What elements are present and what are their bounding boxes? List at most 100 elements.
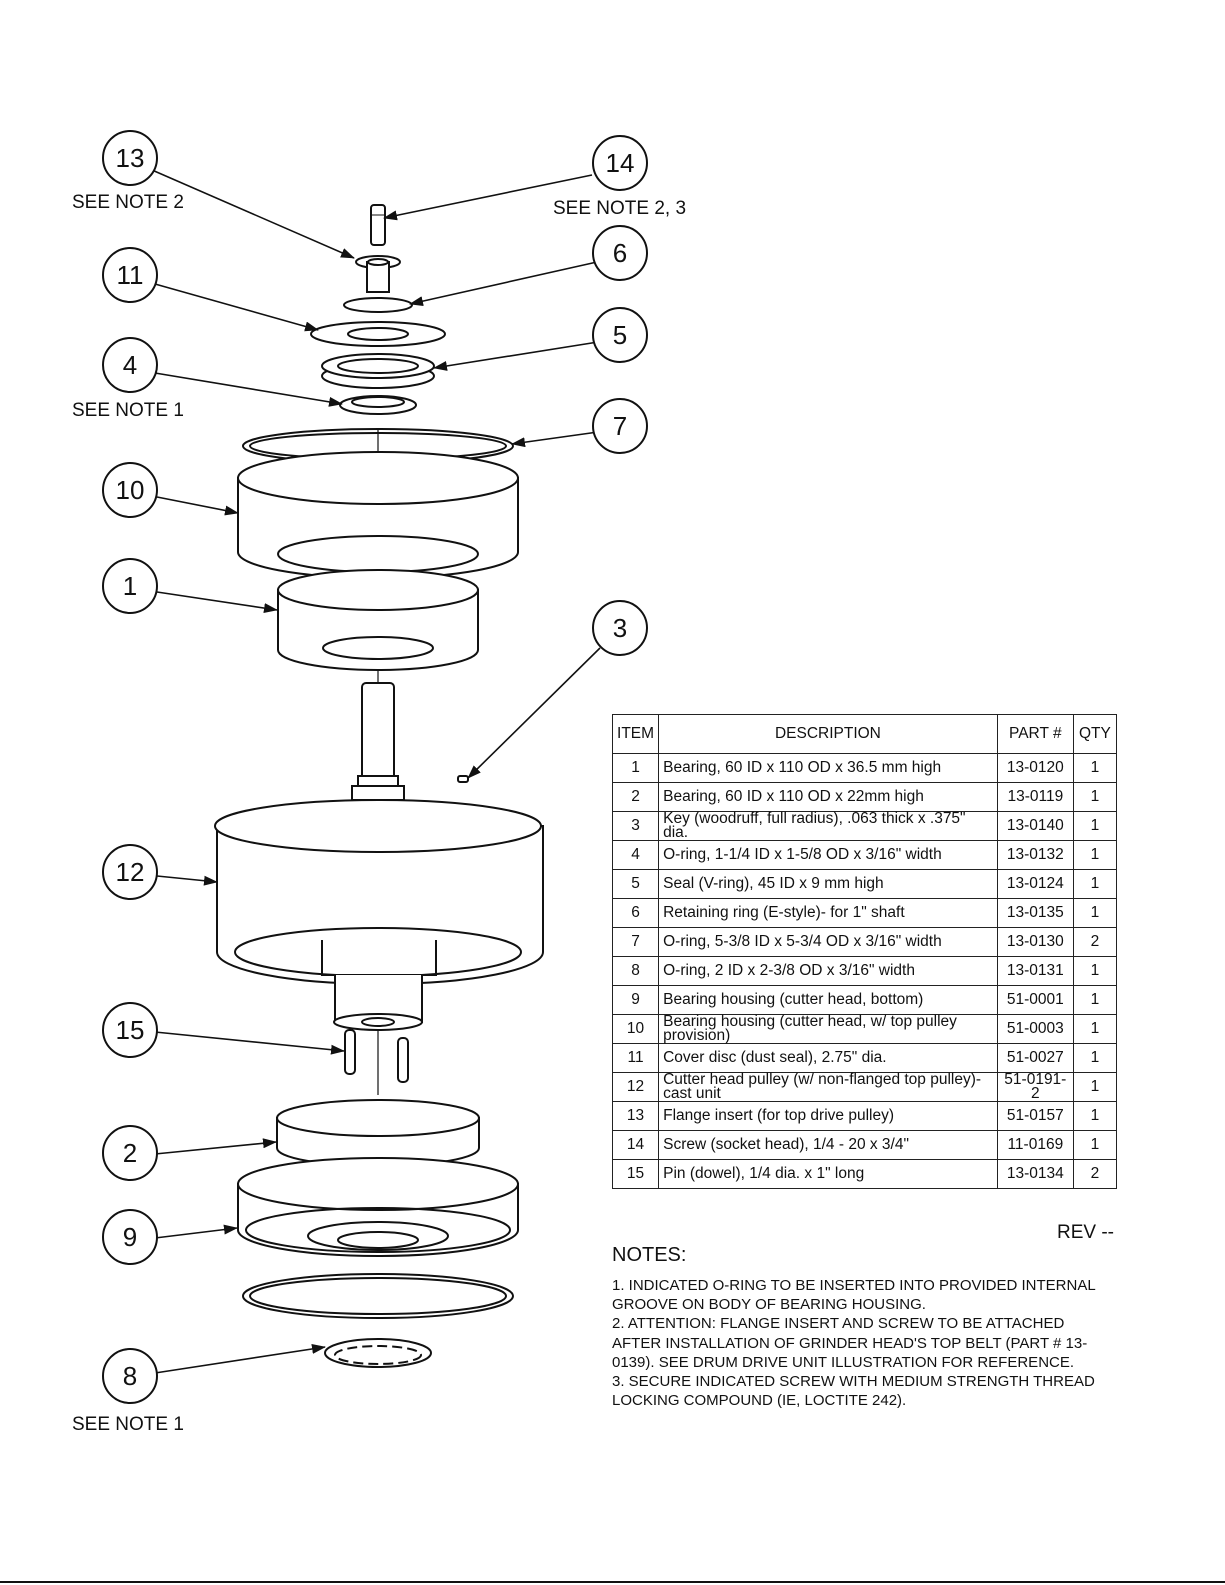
item-cell: 10 [611,1014,660,1044]
balloon-2-label: 2 [123,1138,137,1168]
qty-cell: 1 [1072,782,1118,812]
part-bearing-2 [276,1099,480,1167]
qty-cell: 1 [1072,1130,1118,1160]
part-number-cell: 13-0134 [996,1159,1074,1189]
balloon-1-circle [102,558,158,614]
item-cell: 8 [611,956,660,986]
bill-of-materials-table: ITEM DESCRIPTION PART # QTY 1 Bearing, 60… [611,714,1118,1189]
part-seal [321,353,435,389]
balloon-4-note: SEE NOTE 1 [72,400,184,421]
balloon-15-label: 15 [116,1015,145,1045]
col-header-description: DESCRIPTION [658,714,998,754]
item-cell: 14 [611,1130,660,1160]
part-number-cell: 13-0135 [996,898,1074,928]
balloon-13-circle [102,130,158,186]
item-cell: 13 [611,1101,660,1131]
part-number-cell: 51-0001 [996,985,1074,1015]
description-cell: Cutter head pulley (w/ non-flanged top p… [658,1072,998,1102]
part-number-cell: 51-0191-2 [996,1072,1074,1102]
balloon-15-circle [102,1002,158,1058]
qty-cell: 1 [1072,753,1118,783]
balloon-14-label: 14 [606,148,635,178]
balloon-13-note: SEE NOTE 2 [72,192,184,213]
col-header-part: PART # [996,714,1074,754]
item-cell: 11 [611,1043,660,1073]
balloon-10-circle [102,462,158,518]
balloon-8-circle [102,1348,158,1404]
item-cell: 6 [611,898,660,928]
qty-cell: 1 [1072,840,1118,870]
balloon-5-circle [592,307,648,363]
notes-title: NOTES: [612,1244,687,1266]
part-number-cell: 13-0119 [996,782,1074,812]
part-number-cell: 13-0124 [996,869,1074,899]
qty-cell: 1 [1072,956,1118,986]
item-cell: 3 [611,811,660,841]
part-flange-insert [355,255,401,293]
balloon-14-circle [592,135,648,191]
balloon-1-label: 1 [123,571,137,601]
description-cell: Flange insert (for top drive pulley) [658,1101,998,1131]
part-oring-medium [324,1338,432,1368]
balloon-5-label: 5 [613,320,627,350]
balloon-7-circle [592,398,648,454]
balloon-14-note: SEE NOTE 2, 3 [553,198,686,219]
item-cell: 12 [611,1072,660,1102]
balloon-3-circle [592,600,648,656]
page-bottom-rule [0,1581,1225,1583]
item-cell: 9 [611,985,660,1015]
part-oring-large-bottom [242,1273,514,1319]
description-cell: O-ring, 2 ID x 2-3/8 OD x 3/16" width [658,956,998,986]
part-bearing-1 [277,569,479,671]
item-cell: 4 [611,840,660,870]
part-cover-disc [310,321,446,347]
part-retaining-ring [343,297,413,313]
balloon-11-label: 11 [117,260,144,290]
part-number-cell: 11-0169 [996,1130,1074,1160]
balloon-2-circle [102,1125,158,1181]
qty-cell: 1 [1072,1014,1118,1044]
part-number-cell: 13-0140 [996,811,1074,841]
part-dowel-pins [344,1029,409,1083]
balloon-9-label: 9 [123,1222,137,1252]
item-cell: 5 [611,869,660,899]
item-cell: 15 [611,1159,660,1189]
col-header-qty: QTY [1072,714,1118,754]
part-number-cell: 13-0132 [996,840,1074,870]
balloon-11-circle [102,247,158,303]
leader-lines [151,169,601,1374]
description-cell: Retaining ring (E-style)- for 1" shaft [658,898,998,928]
col-header-item: ITEM [611,714,660,754]
part-number-cell: 51-0027 [996,1043,1074,1073]
item-cell: 7 [611,927,660,957]
description-cell: Screw (socket head), 1/4 - 20 x 3/4" [658,1130,998,1160]
part-key [457,775,469,783]
qty-cell: 1 [1072,898,1118,928]
balloon-3-label: 3 [613,613,627,643]
description-cell: Bearing, 60 ID x 110 OD x 36.5 mm high [658,753,998,783]
description-cell: O-ring, 5-3/8 ID x 5-3/4 OD x 3/16" widt… [658,927,998,957]
description-cell: Seal (V-ring), 45 ID x 9 mm high [658,869,998,899]
part-bearing-housing-bottom [237,1157,519,1257]
description-cell: Pin (dowel), 1/4 dia. x 1" long [658,1159,998,1189]
balloon-12-label: 12 [116,857,145,887]
balloon-4-circle [102,337,158,393]
part-number-cell: 51-0003 [996,1014,1074,1044]
balloon-13-label: 13 [116,143,145,173]
description-cell: Key (woodruff, full radius), .063 thick … [658,811,998,841]
balloon-6-label: 6 [613,238,627,268]
description-cell: O-ring, 1-1/4 ID x 1-5/8 OD x 3/16" widt… [658,840,998,870]
